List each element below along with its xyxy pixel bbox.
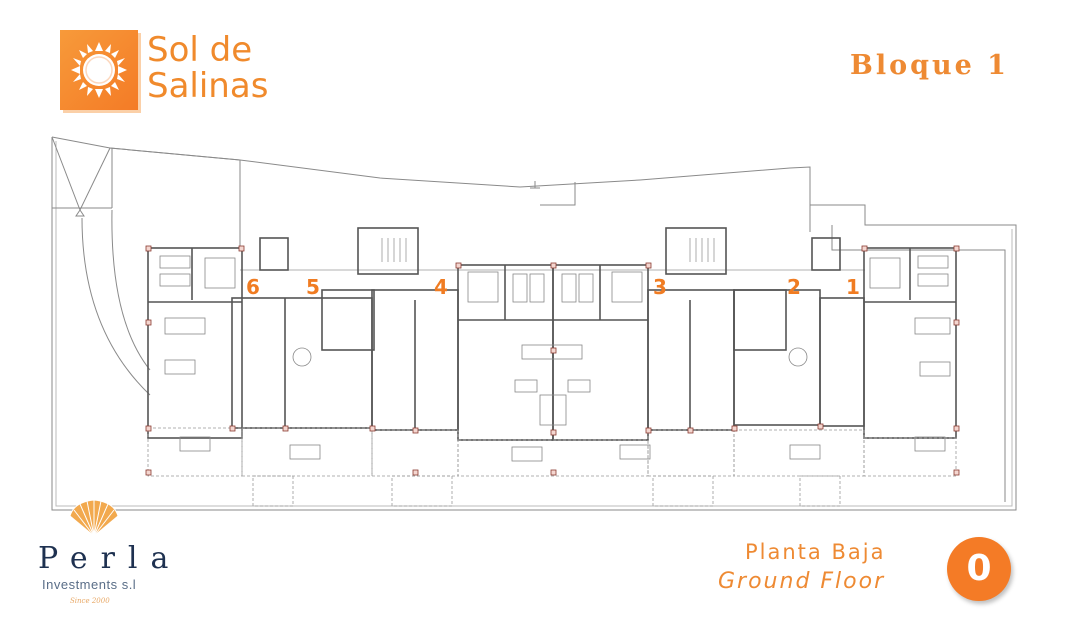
brand-name-line2: Salinas [147, 66, 269, 106]
site-boundary [51, 136, 1017, 511]
developer-subtitle: Investments s.l [42, 577, 137, 592]
floor-number-badge: 0 [947, 537, 1011, 601]
sun-icon [71, 42, 127, 98]
unit-label-4: 4 [434, 275, 448, 299]
unit-label-1: 1 [846, 275, 860, 299]
brand-name: Sol de Salinas [147, 32, 268, 104]
floor-label-en: Ground Floor [718, 569, 886, 594]
developer-tagline: Since 2000 [70, 597, 110, 605]
developer-name: Perla [38, 541, 182, 576]
brand-name-line1: Sol de [147, 30, 253, 70]
block-title: Bloque 1 [850, 50, 1009, 81]
unit-label-3: 3 [653, 275, 667, 299]
floor-label-es: Planta Baja [745, 540, 886, 564]
unit-label-5: 5 [306, 275, 320, 299]
unit-label-6: 6 [246, 275, 260, 299]
brand-logo [60, 30, 138, 110]
unit-label-2: 2 [787, 275, 801, 299]
shell-icon [69, 499, 119, 537]
